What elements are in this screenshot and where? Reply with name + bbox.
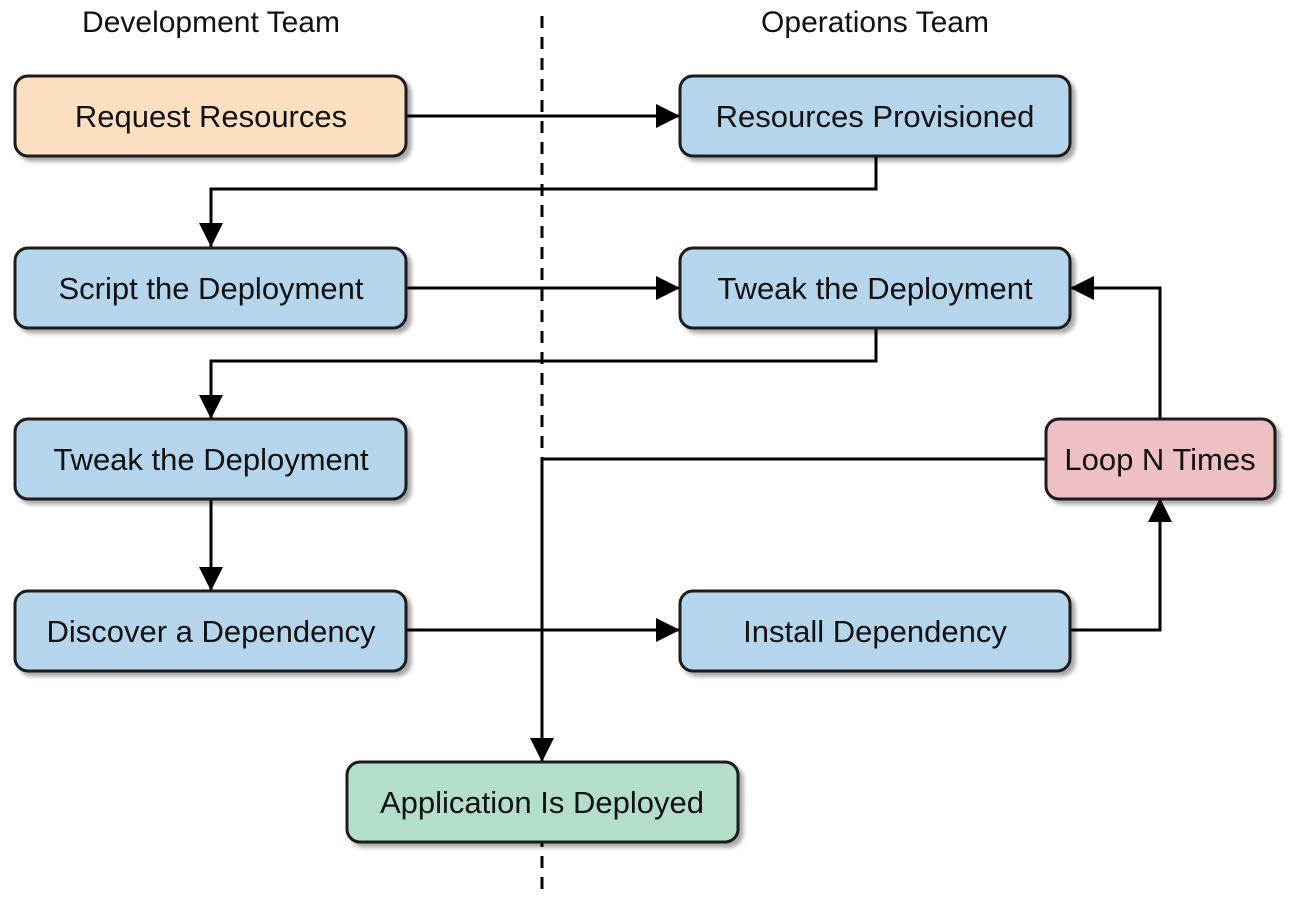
node-resources-provisioned-box [678, 74, 1072, 158]
node-tweak-deployment-dev-box [13, 417, 408, 501]
edge-install-to-loop [1070, 498, 1172, 632]
node-install-dependency: Install Dependency [678, 589, 1072, 673]
node-request-resources-box [13, 74, 408, 158]
node-request-resources: Request Resources [13, 74, 408, 158]
node-resources-provisioned-label: Resources Provisioned [716, 99, 1035, 134]
edge-provisioned-to-script [199, 156, 878, 247]
node-script-deployment: Script the Deployment [13, 246, 408, 330]
node-application-deployed-box [345, 760, 740, 844]
edge-tweak-ops-to-tweak-dev [199, 328, 878, 419]
node-tweak-deployment-ops-label: Tweak the Deployment [717, 271, 1033, 306]
node-tweak-deployment-dev-label: Tweak the Deployment [53, 442, 369, 477]
node-discover-dependency-label: Discover a Dependency [46, 614, 376, 649]
node-script-deployment-label: Script the Deployment [59, 271, 364, 306]
node-install-dependency-box [678, 589, 1072, 673]
node-resources-provisioned: Resources Provisioned [678, 74, 1072, 158]
node-discover-dependency: Discover a Dependency [13, 589, 408, 673]
node-request-resources-label: Request Resources [75, 99, 347, 134]
node-tweak-deployment-dev: Tweak the Deployment [13, 417, 408, 501]
node-application-deployed-label: Application Is Deployed [380, 785, 704, 820]
node-application-deployed: Application Is Deployed [345, 760, 740, 844]
edge-loop-to-tweak-ops [1070, 276, 1162, 418]
node-tweak-deployment-ops: Tweak the Deployment [678, 246, 1072, 330]
node-discover-dependency-box [13, 589, 408, 673]
node-loop-n-times-label: Loop N Times [1064, 442, 1255, 477]
edge-loop-to-deployed [530, 457, 1046, 762]
node-loop-n-times: Loop N Times [1044, 417, 1277, 501]
node-install-dependency-label: Install Dependency [743, 614, 1007, 649]
lane-label-development: Development Team [82, 6, 340, 39]
node-tweak-deployment-ops-box [678, 246, 1072, 330]
node-script-deployment-box [13, 246, 408, 330]
node-loop-n-times-box [1044, 417, 1277, 501]
lane-label-operations: Operations Team [761, 6, 989, 39]
